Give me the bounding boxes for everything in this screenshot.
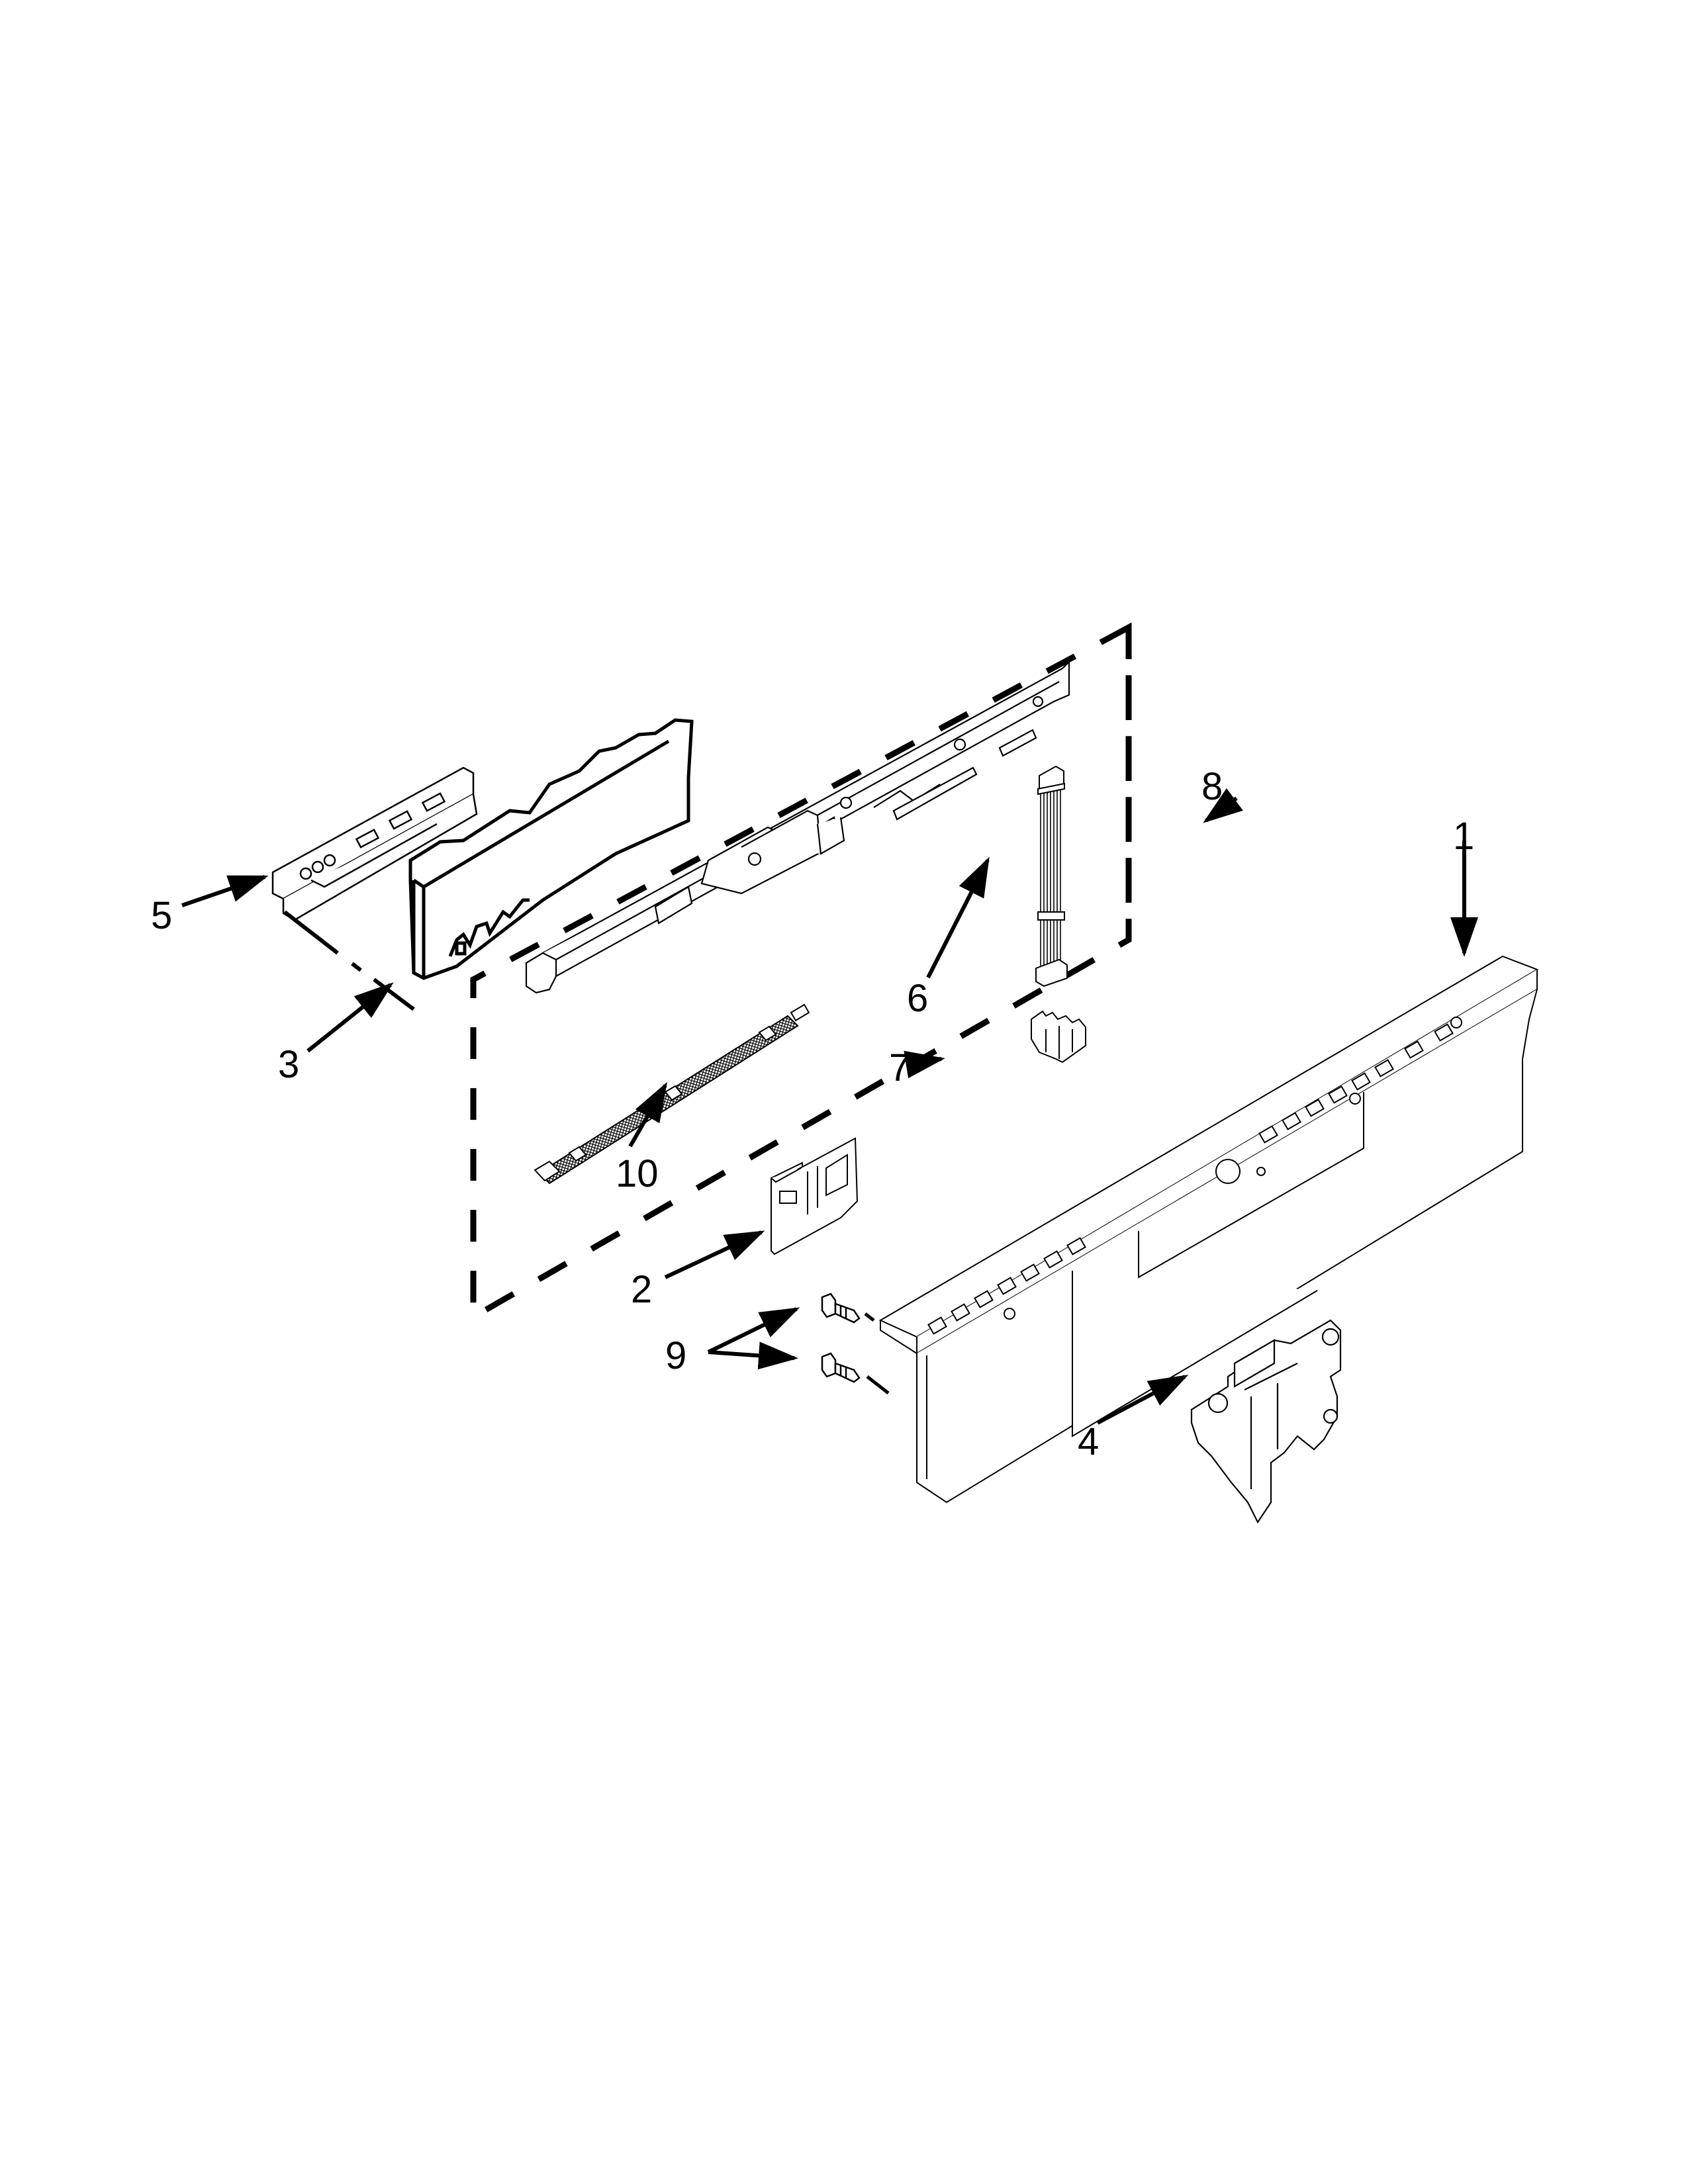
callout-2: 2 [631,1268,653,1311]
arrow-8 [1203,788,1243,823]
arrow-9b [708,1342,798,1370]
callout-4: 4 [1078,1420,1100,1463]
part-2-panel-clip-bracket [771,1137,859,1255]
kit-boundary-dashed [470,622,1132,1322]
leader-arrows [181,788,1478,1425]
button-row-right [1258,1023,1454,1144]
callout-5: 5 [151,894,173,937]
arrow-6 [926,856,990,979]
arrow-5 [181,875,269,907]
part-7-harness-clip [1031,1010,1086,1064]
arrow-2 [664,1230,765,1279]
part-4-door-latch-assembly [1190,1319,1342,1524]
part-1-console-control-panel [878,955,1539,1504]
button-row-left [927,1237,1086,1335]
callout-3: 3 [278,1043,300,1086]
part-3-electronic-control-board [408,718,694,980]
callout-6: 6 [907,977,929,1020]
part-6-wire-harness [1035,765,1068,987]
part-9-screws [821,1293,890,1394]
arrow-9a [707,1307,800,1354]
screw-upper [821,1293,861,1324]
arrow-4 [1096,1375,1189,1425]
arrow-7 [904,1050,945,1079]
arrow-3 [306,982,394,1053]
arrow-10 [628,1081,667,1148]
callout-1: 1 [1453,815,1475,858]
screw-lower [821,1352,861,1383]
callout-7: 7 [889,1046,911,1089]
callout-8: 8 [1201,765,1223,808]
part-8-control-housing [525,660,1070,994]
alignment-line-5-3 [283,910,415,1011]
callout-10: 10 [616,1152,659,1195]
part-10-ribbon-cable [534,1003,810,1185]
part-5-user-interface-board [271,766,478,921]
callout-9: 9 [665,1334,687,1377]
